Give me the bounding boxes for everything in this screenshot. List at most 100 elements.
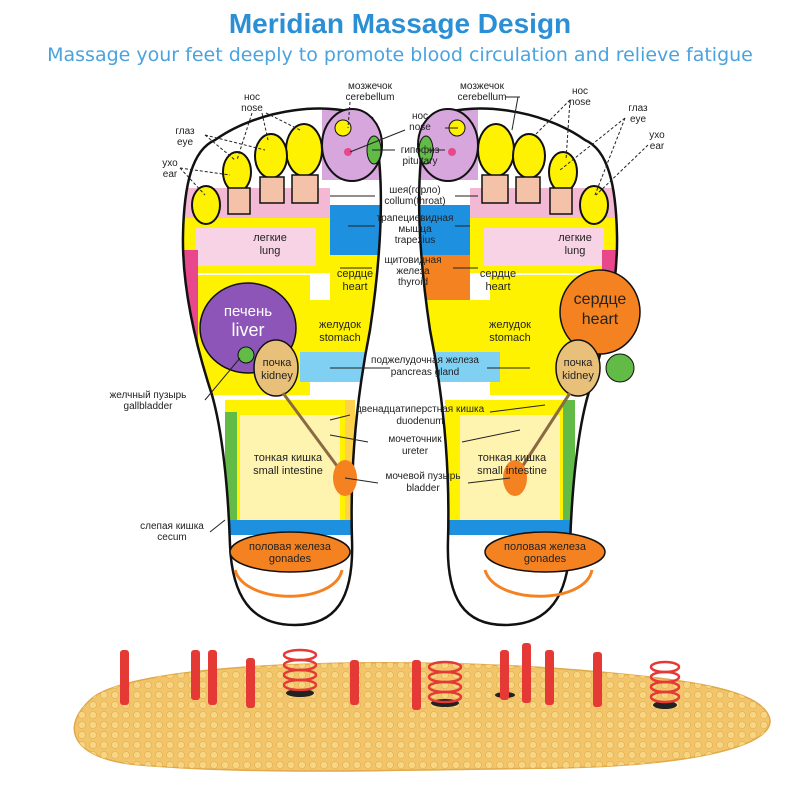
- center-pituitary-en: pituitary: [402, 156, 437, 167]
- center-bladder-en: bladder: [406, 483, 440, 494]
- magnet-icon: [286, 689, 314, 697]
- callout-right-nose-en: nose: [569, 97, 591, 108]
- heat-rod-icon: [350, 660, 359, 705]
- right-heart-large-zone: [559, 269, 641, 355]
- left-toe-3: [254, 133, 288, 179]
- heat-rod-icon: [208, 650, 217, 705]
- callout-right-eye: глаз: [628, 103, 648, 114]
- label-left-liver: печень: [224, 303, 272, 320]
- heat-rod-icon: [522, 643, 531, 703]
- center-trapezius: трапециевидная: [377, 213, 454, 224]
- callout-left-ear: ухо: [162, 158, 178, 169]
- label-left-lung-en: lung: [260, 245, 281, 257]
- callout-cecum: слепая кишка: [140, 521, 204, 532]
- heat-rod-icon: [593, 652, 602, 707]
- label-left-gonades-en: gonades: [269, 553, 312, 565]
- left-gonades-zone: [229, 531, 351, 573]
- callout-gallbladder: желчный пузырь: [110, 390, 187, 401]
- left-kidney-zone: [253, 339, 299, 397]
- left-toe-4: [222, 151, 252, 193]
- label-left-lung: легкие: [253, 232, 287, 244]
- center-pancreas: поджелудочная железа: [371, 355, 479, 366]
- callout-cecum-en: cecum: [157, 532, 186, 543]
- diagram-subtitle: Massage your feet deeply to promote bloo…: [47, 44, 753, 66]
- center-thyroid: щитовидная: [384, 255, 441, 266]
- right-toe-3: [512, 133, 546, 179]
- label-left-stomach-en: stomach: [319, 332, 361, 344]
- right-kidney-zone: [555, 339, 601, 397]
- left-toe-2: [285, 123, 323, 177]
- callout-right-eye-en: eye: [630, 114, 647, 125]
- heat-rod-icon: [120, 650, 129, 705]
- heat-coil-icon: [649, 660, 681, 704]
- label-right-gonades: половая железа: [504, 541, 587, 553]
- callout-left-eye-en: eye: [177, 137, 194, 148]
- right-heart-zone: [419, 255, 470, 300]
- callout-right-ear-en: ear: [650, 141, 665, 152]
- label-right-lung: легкие: [558, 232, 592, 244]
- center-trapezius-2: мышца: [398, 224, 432, 235]
- center-collum-en: collum(throat): [384, 196, 445, 207]
- label-right-heart: сердце: [480, 268, 516, 280]
- callout-left-nose-en: nose: [241, 103, 263, 114]
- center-duodenum: двенадцатиперстная кишка: [356, 404, 485, 415]
- center-ureter-en: ureter: [402, 446, 429, 457]
- heat-rod-icon: [246, 658, 255, 708]
- label-left-heart-en: heart: [342, 281, 367, 293]
- center-pituitary: гипофиз: [401, 144, 440, 156]
- label-right-heart-en: heart: [485, 281, 510, 293]
- heat-rods: [120, 643, 602, 710]
- callout-right-ear: ухо: [649, 130, 665, 141]
- center-bladder: мочевой пузырь: [385, 471, 460, 482]
- label-left-intestine-en: small intestine: [253, 465, 323, 477]
- heat-rod-icon: [191, 650, 200, 700]
- zone-labels: печень liver легкие lung сердце heart же…: [224, 232, 627, 565]
- label-left-kidney: почка: [263, 357, 293, 369]
- center-ureter: мочеточник: [388, 434, 442, 445]
- label-right-stomach: желудок: [489, 319, 531, 331]
- leader-lines: [179, 96, 649, 533]
- diagram-title: Meridian Massage Design: [228, 8, 572, 39]
- center-collum: шея(горло): [389, 185, 440, 196]
- label-right-heart-large: сердце: [574, 291, 627, 308]
- label-right-heart-large-en: heart: [582, 311, 619, 328]
- center-thyroid-2: железа: [396, 266, 430, 277]
- center-trapezius-en: trapezius: [395, 235, 436, 246]
- label-right-intestine-en: small intestine: [477, 465, 547, 477]
- callout-right-cerebellum: мозжечок: [460, 81, 505, 92]
- heat-rod-icon: [500, 650, 509, 700]
- right-gonades-zone: [484, 531, 606, 573]
- label-right-stomach-en: stomach: [489, 332, 531, 344]
- right-bladder-zone: [503, 460, 527, 496]
- center-thyroid-en: thyroid: [398, 277, 428, 288]
- magnet-icon: [653, 701, 677, 709]
- callout-gallbladder-en: gallbladder: [124, 401, 174, 412]
- label-left-intestine: тонкая кишка: [254, 452, 323, 464]
- left-trapezius-zone: [330, 205, 381, 255]
- callout-left-nose: нос: [244, 92, 260, 103]
- center-nose: нос: [412, 111, 428, 122]
- callout-left-ear-en: ear: [163, 169, 178, 180]
- heat-rod-icon: [545, 650, 554, 705]
- right-stomach-zone: [419, 300, 495, 355]
- right-toe-2: [477, 123, 515, 177]
- label-right-intestine: тонкая кишка: [478, 452, 547, 464]
- heat-coil-icon: [427, 660, 463, 704]
- callout-right-nose: нос: [572, 86, 588, 97]
- left-heart-zone: [330, 255, 381, 300]
- label-left-stomach: желудок: [319, 319, 361, 331]
- label-left-heart: сердце: [337, 268, 373, 280]
- label-right-kidney-en: kidney: [562, 370, 594, 382]
- label-right-kidney: почка: [564, 357, 594, 369]
- label-left-liver-en: liver: [231, 320, 264, 340]
- right-toe-4: [548, 151, 578, 193]
- left-gallbladder-dot: [237, 346, 255, 364]
- right-trapezius-zone: [419, 205, 470, 255]
- label-right-lung-en: lung: [565, 245, 586, 257]
- center-labels: нос nose гипофиз pituitary шея(горло) co…: [356, 111, 485, 494]
- heat-rod-icon: [412, 660, 421, 710]
- heat-coil-icon: [282, 648, 318, 692]
- callout-left-cerebellum: мозжечок: [348, 81, 393, 92]
